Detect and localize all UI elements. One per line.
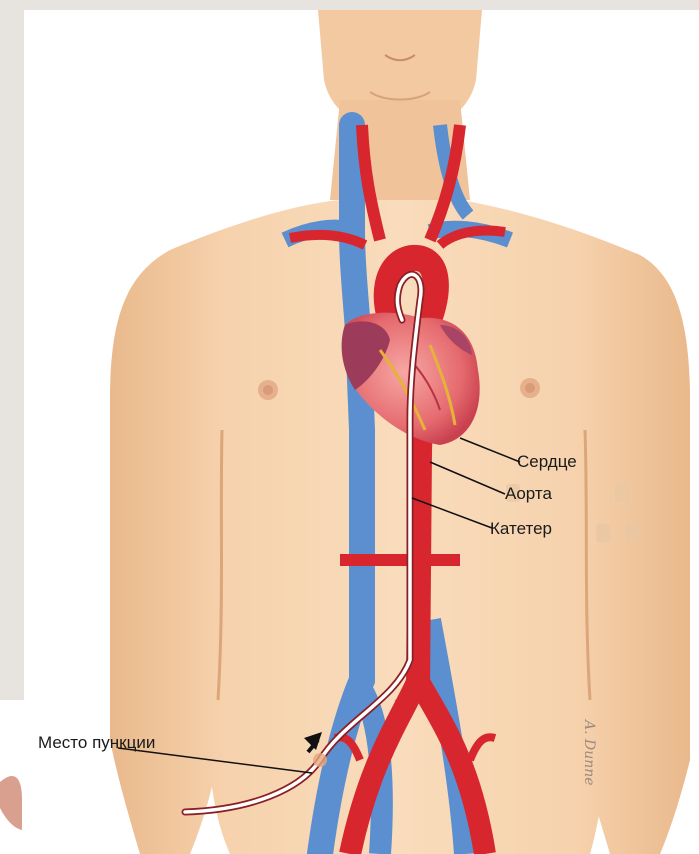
label-puncture-site: Место пункции — [38, 733, 155, 753]
label-aorta: Аорта — [505, 484, 552, 504]
label-catheter: Катетер — [490, 519, 552, 539]
svg-text:A. Dunne: A. Dunne — [581, 718, 597, 786]
artist-signature: A. Dunne — [581, 718, 597, 786]
label-heart: Сердце — [517, 452, 577, 472]
